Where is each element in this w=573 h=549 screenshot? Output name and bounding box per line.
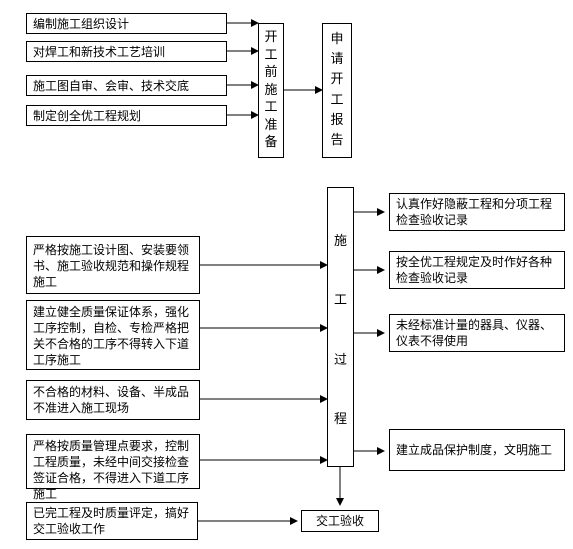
handover-acceptance-box: 交工验收: [301, 510, 379, 532]
process-left-item-2: 建立健全质量保证体系，强化工序控制，自检、专检严格把关不合格的工序不得转入下道工…: [26, 300, 200, 370]
process-left-item-3: 不合格的材料、设备、半成品不准进入施工现场: [26, 380, 200, 420]
process-right-item-4: 建立成品保护制度，文明施工: [389, 429, 565, 471]
process-right-item-2: 按全优工程规定及时作好各种检查验收记录: [389, 251, 565, 289]
process-left-item-1: 严格按施工设计图、安装要领书、施工验收规范和操作规程施工: [26, 236, 200, 294]
final-evaluation-item: 已完工程及时质量评定，搞好交工验收工作: [26, 502, 198, 540]
prep-item-3: 施工图自审、会审、技术交底: [26, 75, 227, 96]
pre-start-preparation-box: 开 工 前 施 工 准 备: [258, 23, 284, 158]
process-right-item-1: 认真作好隐蔽工程和分项工程检查验收记录: [389, 193, 565, 231]
process-left-item-4: 严格按质量管理点要求，控制工程质量，未经中间交接检查签证合格，不得进入下道工序施…: [26, 434, 200, 501]
process-right-item-3: 未经标准计量的器具、仪器、仪表不得使用: [389, 314, 565, 352]
prep-item-1: 编制施工组织设计: [26, 13, 227, 34]
start-application-report-box: 申 请 开 工 报 告: [322, 23, 352, 158]
prep-item-2: 对焊工和新技术工艺培训: [26, 41, 227, 62]
construction-process-box: 施 工 过 程: [327, 187, 354, 467]
prep-item-4: 制定创全优工程规划: [26, 105, 227, 126]
